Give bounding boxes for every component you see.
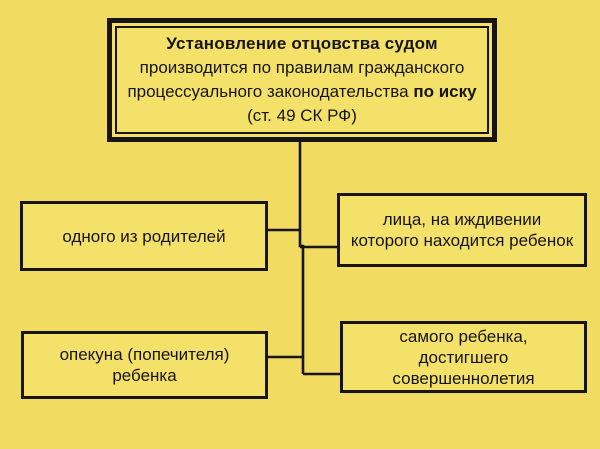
- title-line-3-bold: по иску: [413, 82, 477, 101]
- box-adult-child-label: самого ребенка, достигшего совершеннолет…: [392, 326, 535, 388]
- title-line-1: Установление отцовства судом: [166, 34, 438, 53]
- title-line-4: (ст. 49 СК РФ): [247, 106, 357, 125]
- box-parent-label: одного из родителей: [62, 226, 226, 246]
- box-dependent: лица, на иждивении которого находится ре…: [337, 193, 587, 267]
- title-box-text: Установление отцовства судом производитс…: [115, 26, 489, 134]
- box-dependent-label: лица, на иждивении которого находится ре…: [350, 210, 574, 250]
- title-box: Установление отцовства судом производитс…: [107, 18, 497, 142]
- box-guardian-label: опекуна (попечителя) ребенка: [59, 345, 230, 385]
- title-line-2: производится по правилам гражданского: [139, 58, 465, 77]
- title-line-3-normal: процессуального законодательства: [127, 82, 414, 101]
- box-adult-child: самого ребенка, достигшего совершеннолет…: [340, 321, 587, 393]
- box-guardian: опекуна (попечителя) ребенка: [21, 331, 268, 399]
- box-parent: одного из родителей: [20, 201, 268, 271]
- title-line-3: процессуального законодательства по иску: [127, 80, 476, 104]
